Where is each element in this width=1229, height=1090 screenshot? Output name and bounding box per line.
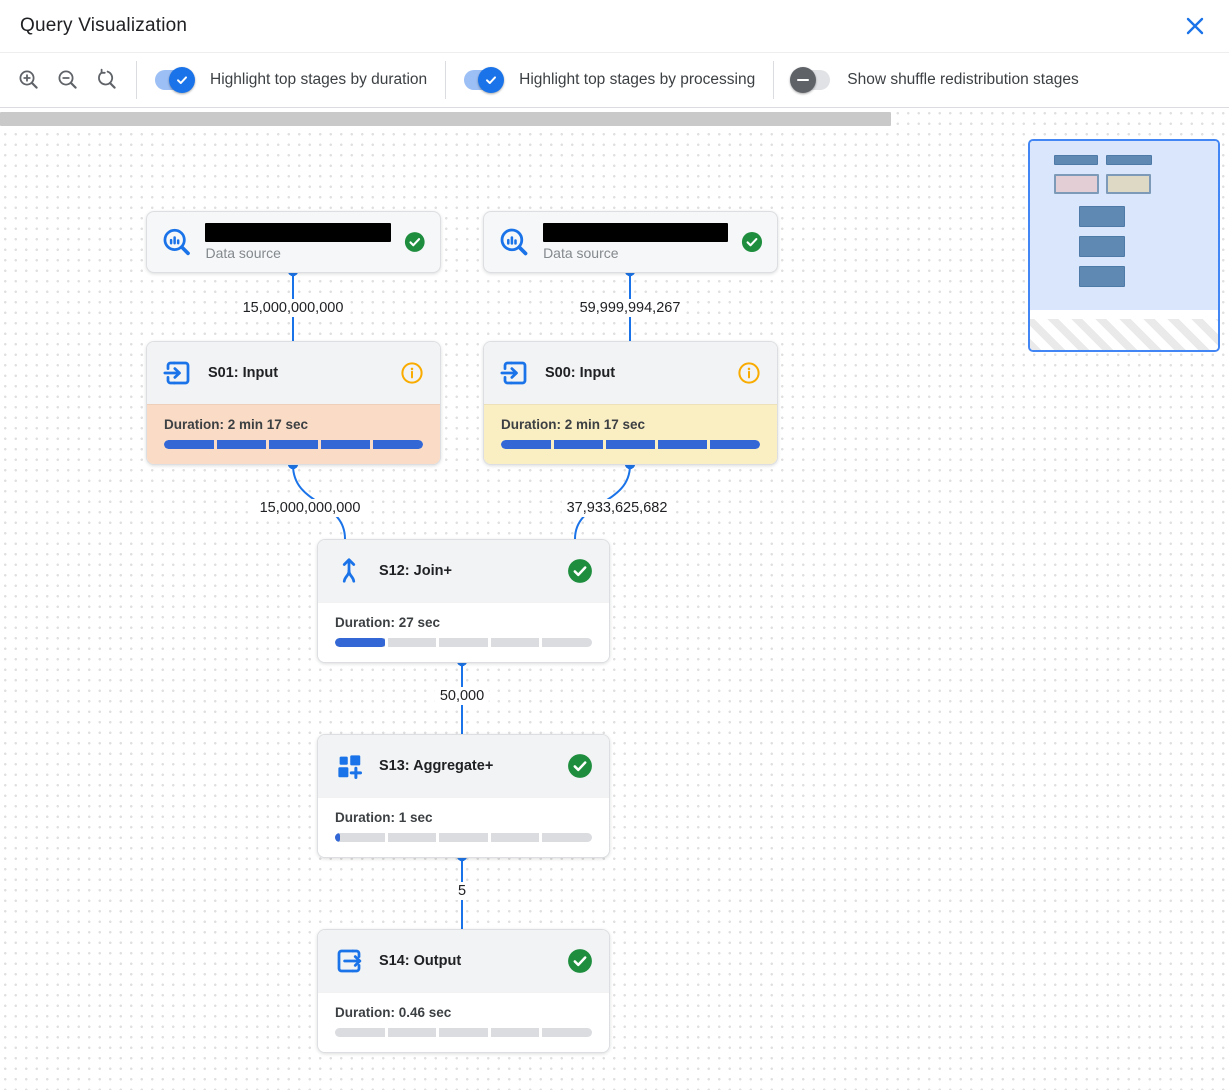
toggle-highlight-processing[interactable] (464, 67, 505, 93)
toggle-label-shuffle: Show shuffle redistribution stages (847, 71, 1079, 88)
close-icon (1186, 17, 1204, 35)
edge-label-rows: 50,000 (434, 687, 490, 705)
toggle-thumb (478, 67, 505, 93)
stage-title: S12: Join+ (379, 563, 452, 579)
horizontal-scrollbar[interactable] (0, 112, 891, 126)
input-icon (163, 361, 190, 385)
success-check-icon (405, 232, 426, 252)
minimap-node (1106, 155, 1152, 165)
stage-duration: Duration: 2 min 17 sec (501, 417, 646, 432)
stage-title: S00: Input (545, 365, 616, 381)
zoom-reset-icon (98, 68, 116, 89)
toolbar-divider (136, 61, 137, 99)
minimap-node (1079, 236, 1125, 257)
stage-duration-section: Duration: 2 min 17 sec (147, 404, 440, 464)
stage-progress-bar (164, 440, 423, 449)
zoom-out-button[interactable] (55, 67, 81, 93)
toggle-thumb (790, 67, 817, 93)
close-button[interactable] (1181, 12, 1209, 40)
stage-progress-bar (335, 1028, 592, 1037)
stage-duration-section: Duration: 0.46 sec (318, 992, 609, 1052)
node-data-source-2[interactable]: Data source (483, 211, 778, 273)
stage-duration-section: Duration: 2 min 17 sec (484, 404, 777, 464)
node-stage-s00-input[interactable]: S00: Input Duration: 2 min 17 sec (483, 341, 778, 465)
node-stage-s13-aggregate[interactable]: S13: Aggregate+ Duration: 1 sec (317, 734, 610, 858)
success-check-icon (568, 559, 592, 583)
toggle-label-duration: Highlight top stages by duration (210, 71, 428, 88)
stage-progress-bar (335, 638, 592, 647)
minus-icon (797, 78, 810, 82)
toolbar: Highlight top stages by duration Highlig… (0, 52, 1229, 108)
stage-duration: Duration: 1 sec (335, 810, 433, 825)
success-check-icon (741, 231, 763, 253)
redacted-table-name (543, 223, 729, 242)
graph-minimap[interactable] (1028, 139, 1220, 352)
node-data-source-1[interactable]: Data source (146, 211, 441, 273)
zoom-controls (16, 67, 136, 93)
check-icon (177, 76, 187, 84)
minimap-node-highlight-processing (1106, 174, 1151, 194)
join-icon (342, 558, 356, 583)
node-stage-s12-join[interactable]: S12: Join+ Duration: 27 sec (317, 539, 610, 663)
info-icon[interactable] (737, 361, 761, 385)
output-icon (337, 949, 362, 973)
toggle-thumb (169, 67, 195, 93)
graph-canvas[interactable]: 15,000,000,000 59,999,994,267 15,000,000… (0, 108, 1229, 1090)
success-check-icon (568, 949, 592, 973)
edge-label-rows: 37,933,625,682 (561, 499, 673, 517)
data-source-label: Data source (205, 245, 281, 261)
toggle-group-shuffle: Show shuffle redistribution stages (774, 67, 1097, 93)
stage-duration: Duration: 2 min 17 sec (164, 417, 309, 432)
stage-title: S13: Aggregate+ (379, 758, 494, 774)
minimap-node (1054, 155, 1098, 165)
edge-label-rows: 59,999,994,267 (574, 299, 686, 317)
stage-progress-bar (501, 440, 760, 449)
zoom-out-icon (58, 70, 77, 89)
node-stage-s01-input[interactable]: S01: Input Duration: 2 min 17 sec (146, 341, 441, 465)
stage-duration-section: Duration: 1 sec (318, 797, 609, 857)
bigquery-data-source-icon (500, 228, 528, 256)
success-check-icon (568, 754, 592, 778)
zoom-in-icon (19, 70, 38, 89)
zoom-in-button[interactable] (16, 67, 42, 93)
stage-duration-section: Duration: 27 sec (318, 602, 609, 662)
panel-header: Query Visualization (0, 0, 1229, 52)
stage-duration: Duration: 27 sec (335, 615, 441, 630)
toolbar-divider (773, 61, 775, 99)
edge-label-rows: 15,000,000,000 (254, 499, 366, 517)
input-icon (500, 361, 527, 385)
zoom-reset-button[interactable] (94, 67, 120, 93)
aggregate-icon (338, 755, 362, 779)
check-icon (486, 76, 497, 84)
redacted-table-name (205, 223, 392, 242)
toggle-label-processing: Highlight top stages by processing (519, 71, 756, 88)
page-title: Query Visualization (20, 15, 188, 36)
data-source-label: Data source (543, 245, 619, 261)
minimap-out-of-bounds-hatch (1030, 319, 1218, 350)
info-icon[interactable] (400, 361, 424, 385)
toggle-show-shuffle[interactable] (790, 67, 831, 93)
edge-label-rows: 5 (452, 882, 472, 900)
stage-progress-bar (335, 833, 592, 842)
stage-duration: Duration: 0.46 sec (335, 1005, 452, 1020)
edge-label-rows: 15,000,000,000 (237, 299, 349, 317)
toolbar-divider (445, 61, 447, 99)
toggle-highlight-duration[interactable] (155, 67, 195, 93)
toggle-group-processing: Highlight top stages by processing (446, 67, 773, 93)
minimap-node (1079, 206, 1125, 227)
node-stage-s14-output[interactable]: S14: Output Duration: 0.46 sec (317, 929, 610, 1053)
minimap-node-highlight-duration (1054, 174, 1099, 194)
stage-title: S01: Input (208, 365, 279, 381)
bigquery-data-source-icon (163, 228, 190, 256)
minimap-node (1079, 266, 1125, 287)
stage-title: S14: Output (379, 953, 462, 969)
toggle-group-duration: Highlight top stages by duration (137, 67, 445, 93)
